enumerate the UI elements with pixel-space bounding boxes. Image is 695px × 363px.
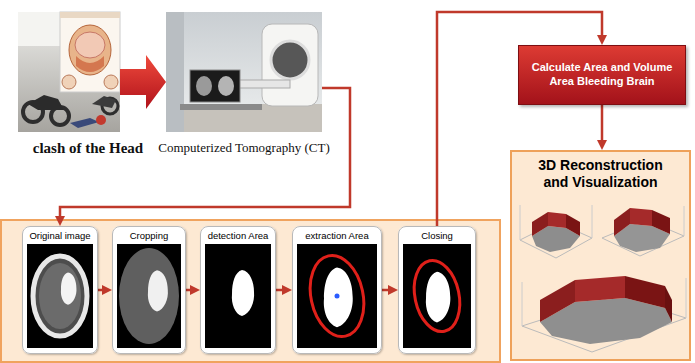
scan-thumbnail (218, 76, 234, 96)
bleeding-area (324, 267, 353, 327)
axis-line (522, 282, 523, 326)
rider (70, 118, 99, 128)
flow-arrow (382, 289, 390, 292)
box-fill (112, 226, 186, 354)
room-wall (166, 12, 322, 132)
bleed-wall (630, 208, 652, 226)
head-illustration (60, 12, 120, 92)
bleed-wall (540, 280, 575, 322)
ct-original (27, 244, 93, 348)
step-box-fills (22, 226, 476, 354)
step-box: Original image (22, 226, 98, 354)
bleed-wall (614, 208, 630, 236)
bleed-wall (665, 286, 672, 322)
region-ellipse (303, 250, 371, 341)
bleeding-area (232, 270, 254, 316)
step-label: Original image (23, 227, 97, 241)
bleed-wall (625, 276, 665, 308)
render-small-left (520, 205, 592, 258)
output-panel-fill (510, 150, 691, 361)
scan-ground (403, 244, 471, 348)
render-small-right (602, 206, 684, 256)
render-wide (522, 276, 686, 352)
brain (39, 263, 81, 329)
scan-ground (27, 244, 93, 348)
monitor (190, 70, 240, 102)
ct-extraction (297, 244, 377, 348)
ct-closing (403, 244, 471, 348)
bleed-wall (566, 214, 580, 236)
sky-area (18, 12, 60, 46)
step-label: Cropping (113, 227, 185, 241)
bike-body (92, 96, 116, 108)
ct-gantry (262, 24, 318, 106)
helmet (96, 115, 106, 125)
photo-panel: clash of the Head (18, 12, 120, 132)
step-box: detection Area (200, 226, 276, 354)
bleed-wall (575, 276, 625, 302)
flow-arrow (276, 289, 284, 292)
axis-line (520, 205, 521, 240)
process-label: Calculate Area and Volume Area Bleeding … (524, 61, 680, 89)
ct-bore (271, 41, 309, 79)
process-panel (1, 220, 500, 362)
illustration-band (60, 12, 120, 18)
block-arrow (120, 55, 166, 109)
axis-line (592, 205, 593, 238)
bleed-wall (548, 212, 566, 228)
desk (180, 104, 262, 110)
room-floor (166, 104, 322, 132)
step-label: detection Area (201, 227, 275, 241)
panel-heading: 3D Reconstruction and Visualization (525, 157, 677, 191)
scan-ground (117, 244, 181, 348)
road-ground (18, 12, 120, 132)
head-outline (69, 25, 111, 75)
axis-line (686, 278, 687, 318)
region-ellipse (408, 256, 466, 336)
neck-muscle (76, 56, 104, 72)
photo-panel: Computerized Tomography (CT) (166, 12, 322, 132)
scan-thumbnail (196, 76, 212, 96)
scan-ground (205, 244, 271, 348)
small-head (104, 75, 118, 89)
process-box: Calculate Area and Volume Area Bleeding … (518, 45, 686, 105)
skull (33, 256, 87, 336)
flow-arrow (601, 105, 604, 142)
crash-photo (18, 12, 120, 132)
flow-arrow (98, 289, 104, 292)
bleed-wall (532, 212, 548, 236)
ct-cropped (117, 244, 181, 348)
box-fill (292, 226, 382, 354)
door-frame (166, 12, 184, 132)
small-head (62, 75, 76, 89)
step-label: extraction Area (293, 227, 381, 241)
image-caption: clash of the Head (18, 140, 158, 157)
flow-arrow (186, 289, 192, 292)
ct-detection (205, 244, 271, 348)
axis-box (520, 222, 592, 258)
image-caption: Computerized Tomography (CT) (156, 140, 332, 156)
step-box: Cropping (112, 226, 186, 354)
axis-line (684, 206, 685, 236)
centroid-dot (335, 294, 340, 299)
bleeding-area (148, 270, 168, 311)
step-label: Closing (399, 227, 475, 241)
bleeding-area (426, 272, 451, 323)
output-panel: 3D Reconstruction and Visualization (510, 150, 691, 361)
box-fill (22, 226, 98, 354)
brain (119, 248, 179, 344)
bleed-wall (652, 210, 670, 234)
bleeding-area (61, 273, 77, 305)
box-fill (398, 226, 476, 354)
box-fill (200, 226, 276, 354)
step-box: extraction Area (292, 226, 382, 354)
brain-shape (75, 32, 105, 58)
scan-ground (297, 244, 377, 348)
step-box: Closing (398, 226, 476, 354)
bike-body (28, 95, 64, 110)
ct-room-photo (166, 12, 322, 132)
